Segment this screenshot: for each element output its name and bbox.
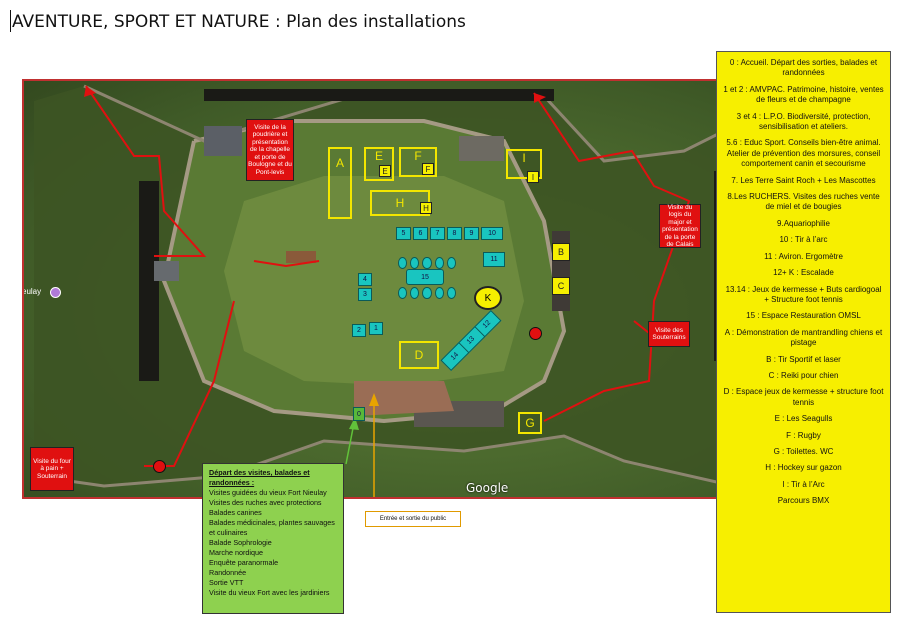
bridge (286, 251, 316, 263)
stand-5[interactable]: 5 (396, 227, 411, 240)
label-souterrain[interactable]: Visite des Souterrains (648, 321, 690, 347)
place-label: eulay (22, 287, 42, 296)
legend-item: 5.6 : Educ Sport. Conseils bien-être ani… (726, 138, 881, 169)
depart-item: Randonnée (209, 568, 247, 577)
marker-f[interactable]: F (422, 163, 434, 175)
legend-item: 7. Les Terre Saint Roch + Les Mascottes (731, 175, 876, 185)
depart-item: Enquête paranormale (209, 558, 279, 567)
left-trench (139, 181, 159, 381)
marker-i[interactable]: I (527, 171, 539, 183)
entrance-plaza (354, 381, 454, 416)
marker-c[interactable]: C (552, 277, 570, 295)
route-east (533, 92, 691, 422)
building-ne (459, 136, 504, 161)
stand-6[interactable]: 6 (413, 227, 428, 240)
legend-item: C : Reiki pour chien (768, 370, 839, 380)
entry-arrowhead (369, 393, 379, 406)
zone-e[interactable]: E (364, 147, 394, 181)
depart-item: Visites guidées du vieux Fort Nieulay (209, 488, 327, 497)
zone-g[interactable]: G (518, 412, 542, 434)
legend-item: 13.14 : Jeux de kermesse + Buts cardiogo… (725, 284, 882, 304)
marker-k[interactable]: K (474, 286, 502, 310)
legend-item: Parcours BMX (777, 496, 830, 506)
legend-item: 3 et 4 : L.P.O. Biodiversité, protection… (736, 111, 871, 132)
fort-wall (161, 119, 567, 424)
stand-3[interactable]: 3 (358, 288, 372, 301)
depart-arrowhead (349, 417, 359, 430)
label-chapelle[interactable]: Visite de la poudrière et présentation d… (246, 119, 294, 181)
red-dot-sw[interactable] (153, 460, 166, 473)
outer-wall-bottom (33, 434, 875, 488)
legend-panel: 0 : Accueil. Départ des sorties, balades… (716, 51, 891, 613)
google-logo: Google (466, 481, 509, 495)
legend-item: 0 : Accueil. Départ des sorties, balades… (729, 58, 878, 78)
legend-item: 9.Aquariophilie (777, 218, 830, 228)
route-nw (85, 85, 207, 257)
depart-item: Sortie VTT (209, 578, 244, 587)
zone-f[interactable]: F (399, 147, 437, 177)
depart-panel: Départ des visites, balades et randonnée… (202, 463, 344, 614)
stand-1[interactable]: 1 (369, 322, 383, 335)
stand-2[interactable]: 2 (352, 324, 366, 337)
marker-h[interactable]: H (420, 202, 432, 214)
building-nw (204, 126, 242, 156)
restauration-area[interactable]: 15 (392, 257, 460, 299)
depart-item: Balades canines (209, 508, 262, 517)
page-title: AVENTURE, SPORT ET NATURE : Plan des ins… (10, 10, 466, 32)
depart-arrow (345, 422, 355, 465)
marker-b[interactable]: B (552, 243, 570, 261)
seat-row-top (398, 257, 457, 269)
stand-7[interactable]: 7 (430, 227, 445, 240)
legend-item: 12+ K : Escalade (773, 268, 834, 278)
depart-item: Balades médicinales, plantes sauvages et… (209, 518, 335, 537)
building-west (154, 261, 179, 281)
zone-a[interactable]: A (328, 147, 352, 219)
legend-item: E : Les Seagulls (774, 414, 833, 424)
entree-label: Entrée et sortie du public (365, 511, 461, 527)
arrow-head (534, 93, 546, 103)
top-trench (204, 89, 554, 101)
legend-item: B : Tir Sportif et laser (766, 354, 841, 364)
legend-item: F : Rugby (786, 430, 821, 440)
arrow-head (84, 86, 96, 97)
stand-4[interactable]: 4 (358, 273, 372, 286)
depart-item: Marche nordique (209, 548, 263, 557)
stand-10[interactable]: 10 (481, 227, 503, 240)
legend-item: H : Hockey sur gazon (765, 463, 842, 473)
stand-11[interactable]: 11 (483, 252, 505, 267)
marker-e[interactable]: E (379, 165, 391, 177)
stand-9[interactable]: 9 (464, 227, 479, 240)
legend-item: A : Démonstration de mantrandling chiens… (724, 327, 883, 348)
seat-row-bottom (398, 287, 457, 299)
label-four[interactable]: Visite du four à pain + Souterrain (30, 447, 74, 491)
place-pin-icon[interactable] (50, 287, 61, 298)
legend-item: 11 : Aviron. Ergomètre (764, 251, 843, 261)
legend-item: 8.Les RUCHERS. Visites des ruches vente … (727, 192, 880, 212)
zone-i[interactable]: I (506, 149, 542, 179)
legend-item: G : Toilettes. WC (773, 446, 834, 456)
zone-d[interactable]: D (399, 341, 439, 369)
depart-item: Visites des ruches avec protections (209, 498, 322, 507)
stand-0[interactable]: 0 (353, 407, 365, 421)
legend-item: I : Tir à l’Arc (782, 479, 825, 489)
legend-item: 1 et 2 : AMVPAC. Patrimoine, histoire, v… (723, 84, 884, 105)
legend-item: 10 : Tir à l’arc (779, 235, 828, 245)
depart-item: Visite du vieux Fort avec les jardiniers (209, 588, 330, 597)
red-dot-east[interactable] (529, 327, 542, 340)
stand-8[interactable]: 8 (447, 227, 462, 240)
stand-15[interactable]: 15 (406, 269, 444, 285)
label-logis[interactable]: Visite du logis du major et présentation… (659, 204, 701, 248)
route-bridge (253, 260, 320, 268)
depart-heading: Départ des visites, balades et randonnée… (209, 468, 310, 487)
legend-item: 15 : Espace Restauration OMSL (746, 311, 861, 321)
legend-item: D : Espace jeux de kermesse + structure … (723, 387, 884, 407)
depart-item: Balade Sophrologie (209, 538, 272, 547)
